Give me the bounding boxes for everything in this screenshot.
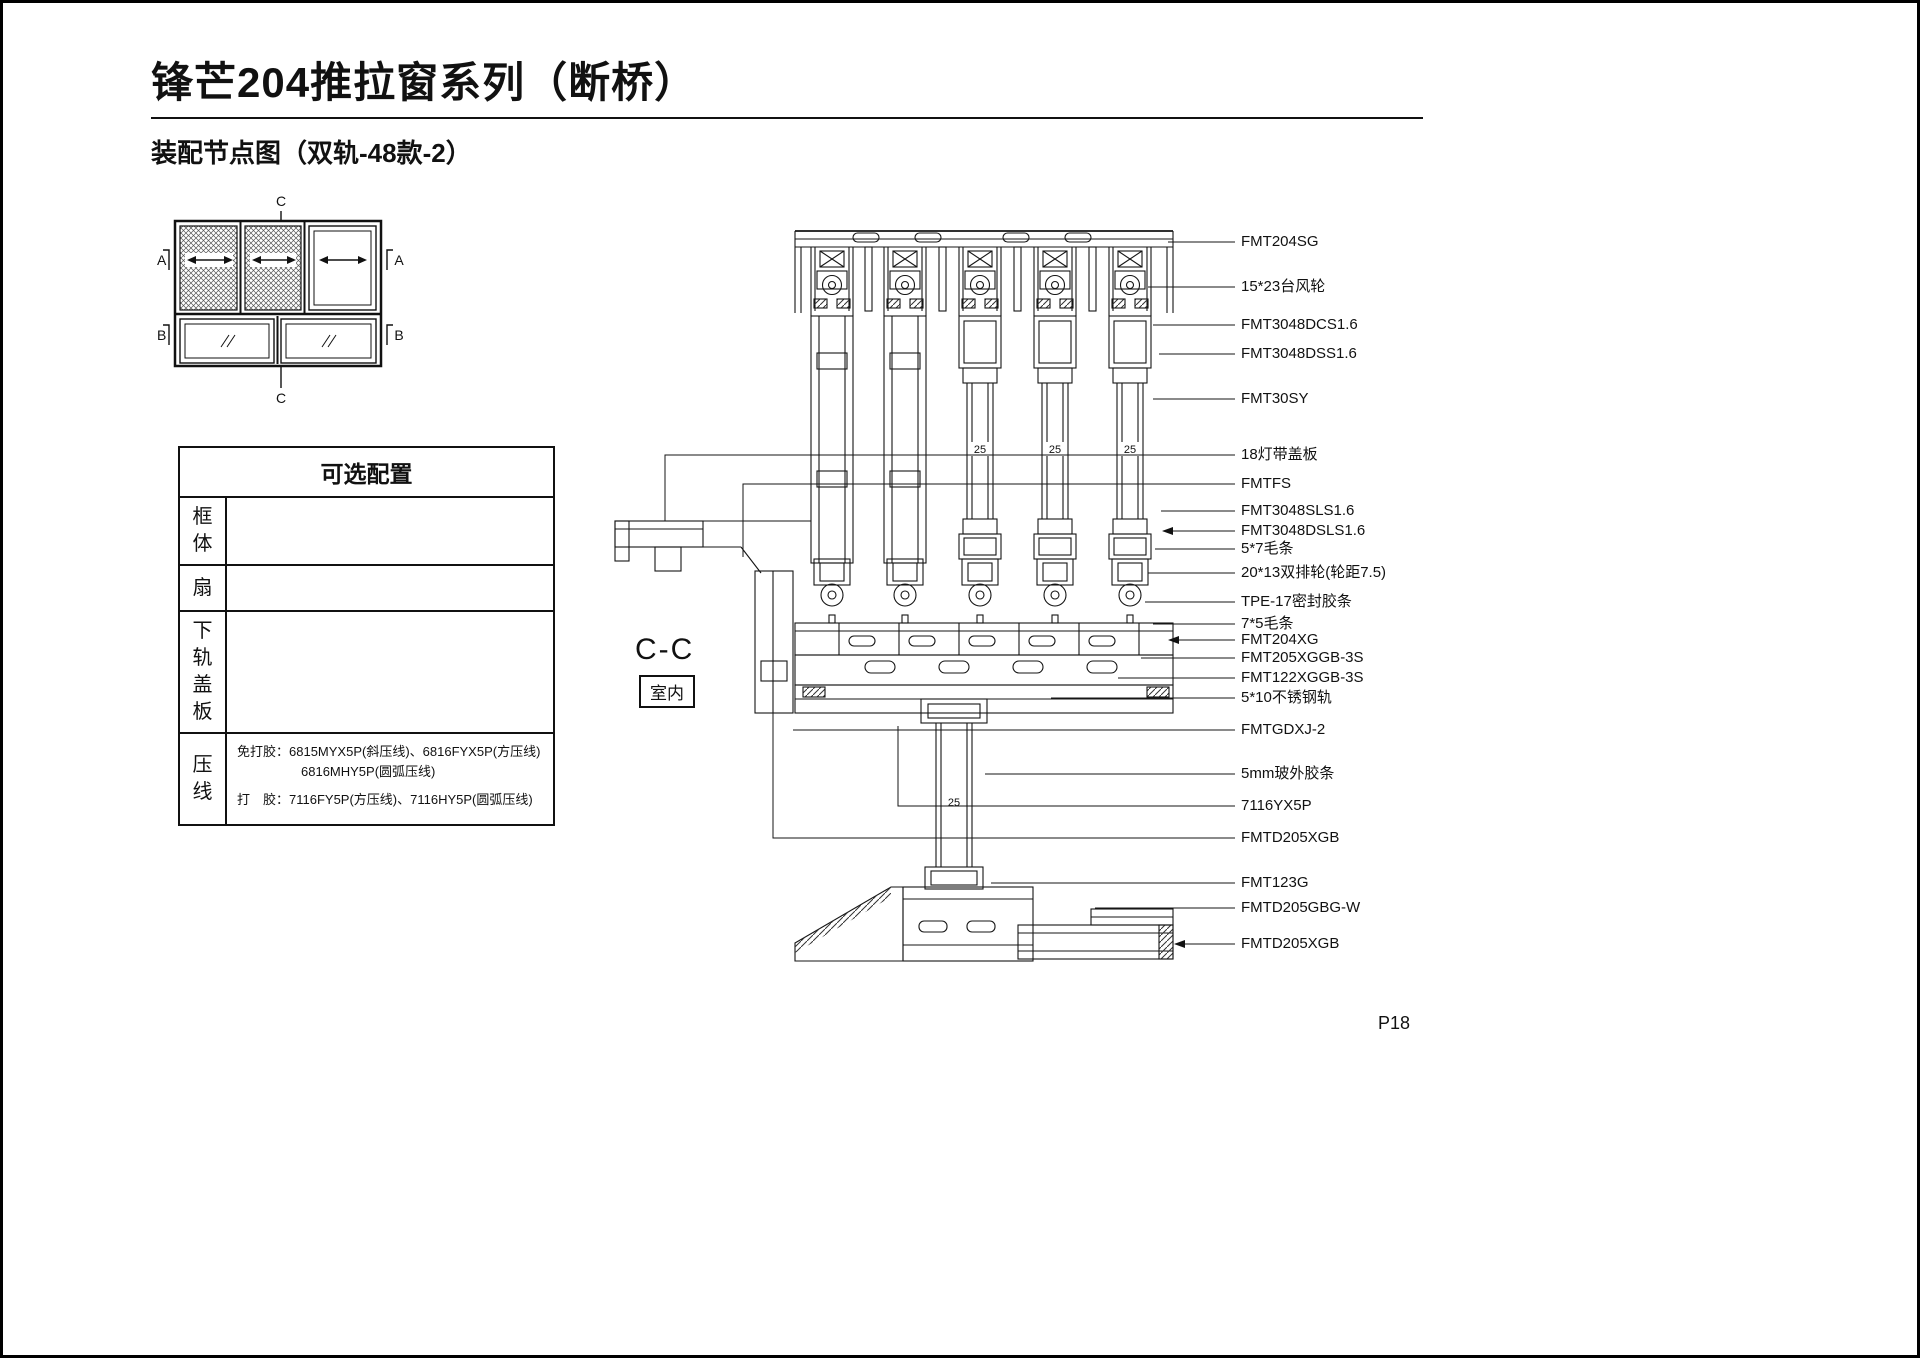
- slide-direction-arrows: [185, 253, 367, 267]
- section-mark-c-top: C: [276, 193, 286, 209]
- config-row-frame: 框体: [180, 498, 553, 566]
- part-label: 20*13双排轮(轮距7.5): [1241, 564, 1387, 581]
- part-label: 5*7毛条: [1241, 540, 1294, 557]
- part-label: 5*10不锈钢轨: [1241, 689, 1332, 706]
- part-label: 15*23台风轮: [1241, 278, 1326, 295]
- part-label: FMT204XG: [1241, 631, 1319, 648]
- part-label: 5mm玻外胶条: [1241, 765, 1335, 782]
- section-mark-c-bottom: C: [276, 390, 286, 406]
- glass-dim: 25: [1049, 444, 1061, 456]
- leader-lines: [664, 241, 1235, 948]
- page-subtitle: 装配节点图（双轨-48款-2）: [151, 138, 472, 168]
- section-mark-b-right: B: [394, 327, 403, 343]
- section-mark-a-right: A: [394, 252, 404, 268]
- part-label: TPE-17密封胶条: [1241, 593, 1352, 610]
- assembly-section-drawing: 25 25 25 25: [614, 230, 1235, 962]
- section-label: C-C: [635, 633, 695, 666]
- profile-linework: [614, 230, 1174, 962]
- part-label: 7*5毛条: [1241, 615, 1294, 632]
- part-label: 7116YX5P: [1241, 797, 1312, 814]
- room-side-label: 室内: [639, 675, 695, 708]
- config-row-track-cover: 下轨盖板: [180, 612, 553, 734]
- section-mark-b-left: B: [157, 327, 166, 343]
- part-label: FMTFS: [1241, 475, 1291, 492]
- part-label: FMT204SG: [1241, 233, 1319, 250]
- glazing-bead-line-2: 6816MHY5P(圆弧压线): [301, 763, 436, 779]
- config-row-label: 下轨盖板: [180, 612, 227, 732]
- config-row-content: [227, 498, 553, 564]
- part-label: 18灯带盖板: [1241, 446, 1318, 463]
- glass-dim: 25: [948, 797, 960, 809]
- config-row-label: 压线: [180, 734, 227, 824]
- part-label: FMT123G: [1241, 874, 1309, 891]
- glazing-bead-line-3: 打 胶：7116FY5P(方压线)、7116HY5P(圆弧压线): [237, 792, 533, 807]
- part-label: FMT122XGGB-3S: [1241, 669, 1364, 686]
- page-title: 锋芒204推拉窗系列（断桥）: [151, 59, 698, 106]
- part-label: FMTD205XGB: [1241, 935, 1340, 952]
- part-label: FMT3048DSS1.6: [1241, 345, 1357, 362]
- part-label: FMTD205XGB: [1241, 829, 1340, 846]
- config-table: 可选配置 框体 扇 下轨盖板 压线 免打胶：6815MYX5P(斜压线)、681…: [178, 446, 555, 826]
- section-mark-a-left: A: [157, 252, 167, 268]
- config-table-title: 可选配置: [180, 448, 553, 498]
- page-number: P18: [1378, 1013, 1411, 1033]
- part-label: FMT3048DCS1.6: [1241, 316, 1358, 333]
- config-row-sash: 扇: [180, 566, 553, 612]
- config-row-content: [227, 612, 553, 732]
- part-label: FMT3048DSLS1.6: [1241, 522, 1366, 539]
- part-label: FMTD205GBG-W: [1241, 899, 1361, 916]
- config-row-label: 扇: [180, 566, 227, 610]
- title-rule: [151, 117, 1423, 119]
- glass-dim: 25: [1124, 444, 1136, 456]
- part-label: FMT30SY: [1241, 390, 1309, 407]
- glass-dim: 25: [974, 444, 986, 456]
- window-elevation-diagram: C A A B B C: [157, 193, 404, 406]
- glazing-bead-line-1: 免打胶：6815MYX5P(斜压线)、6816FYX5P(方压线): [237, 744, 541, 759]
- config-row-content: 免打胶：6815MYX5P(斜压线)、6816FYX5P(方压线) 6816MH…: [227, 734, 553, 824]
- config-row-label: 框体: [180, 498, 227, 564]
- config-row-glazing-bead: 压线 免打胶：6815MYX5P(斜压线)、6816FYX5P(方压线) 681…: [180, 734, 553, 824]
- config-row-content: [227, 566, 553, 610]
- part-label: FMTGDXJ-2: [1241, 721, 1326, 738]
- part-label: FMT205XGGB-3S: [1241, 649, 1364, 666]
- part-label: FMT3048SLS1.6: [1241, 502, 1355, 519]
